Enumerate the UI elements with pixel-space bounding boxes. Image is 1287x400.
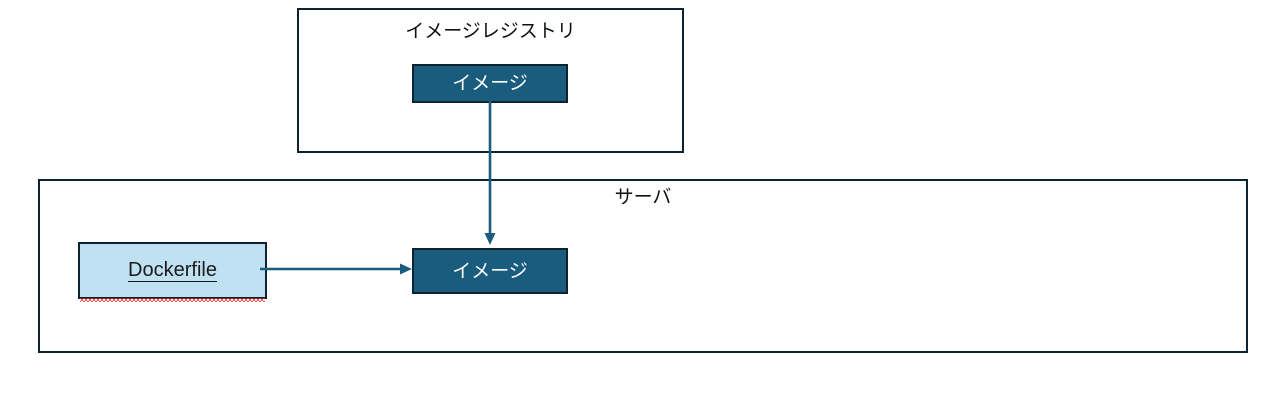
dockerfile-label: Dockerfile <box>128 258 217 282</box>
dockerfile-node[interactable]: Dockerfile <box>78 242 267 302</box>
image-registry-title: イメージレジストリ <box>405 21 576 42</box>
spellcheck-underline-icon <box>80 298 265 302</box>
dockerfile-to-image-arrow <box>260 263 412 275</box>
registry-to-server-image-arrow <box>484 95 496 245</box>
server-image-node[interactable]: イメージ <box>412 248 568 294</box>
server-title: サーバ <box>614 187 672 208</box>
